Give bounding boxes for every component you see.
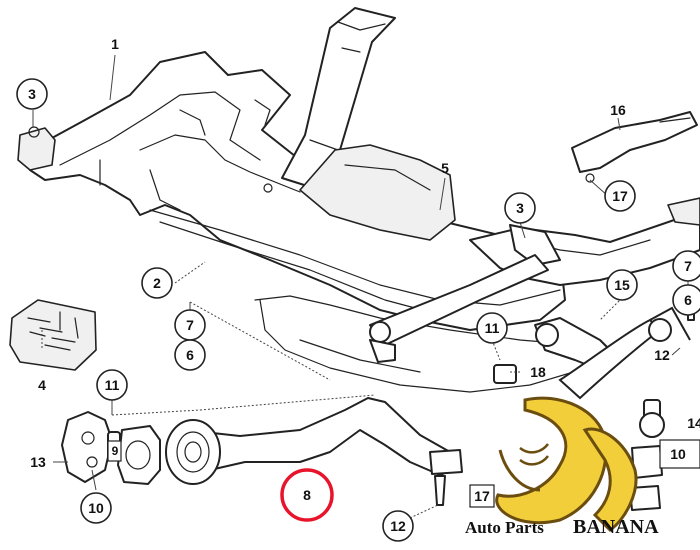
- auto-parts-banana-logo: Auto Parts BANANA: [465, 306, 691, 538]
- banana-graphic: [495, 396, 608, 525]
- svg-text:10: 10: [670, 446, 686, 462]
- callout-3-right: 3: [504, 192, 536, 224]
- callout-10-left: 10: [80, 492, 112, 524]
- callout-7-right: 7: [672, 250, 700, 282]
- callout-3-left: 3: [16, 78, 48, 110]
- svg-text:6: 6: [684, 292, 692, 308]
- rubber-mount-drawing: [9, 299, 97, 371]
- callout-1: 1: [111, 36, 119, 52]
- brand-text-line2: BANANA: [573, 516, 659, 538]
- svg-text:5: 5: [441, 160, 449, 176]
- callout-15: 15: [606, 269, 638, 301]
- svg-text:15: 15: [614, 277, 630, 293]
- callout-11-left: 11: [96, 369, 128, 401]
- callout-8-highlighted: 8: [280, 468, 334, 522]
- svg-text:11: 11: [105, 377, 120, 393]
- callout-10-right: 10: [659, 439, 700, 469]
- callout-17-top: 17: [604, 180, 636, 212]
- svg-text:7: 7: [186, 317, 194, 333]
- svg-text:12: 12: [390, 518, 406, 534]
- callout-2: 2: [141, 267, 173, 299]
- svg-text:17: 17: [474, 488, 490, 504]
- svg-text:7: 7: [684, 258, 692, 274]
- control-arm-drawing: [165, 397, 463, 506]
- callout-7-left: 7: [174, 309, 206, 341]
- svg-text:10: 10: [88, 500, 104, 516]
- svg-text:3: 3: [516, 200, 524, 216]
- protection-plate-drawing: [299, 144, 456, 241]
- callout-16: 16: [610, 102, 626, 118]
- callout-label: 1: [111, 36, 119, 52]
- svg-text:16: 16: [610, 102, 626, 118]
- callout-12-right: 12: [654, 347, 670, 363]
- callout-13: 13: [30, 454, 46, 470]
- upper-link-drawing: [369, 254, 549, 363]
- callout-14: 14: [687, 415, 700, 431]
- svg-text:11: 11: [485, 320, 500, 336]
- callout-6-left: 6: [174, 339, 206, 371]
- callout-9: 9: [107, 440, 122, 462]
- svg-text:14: 14: [687, 415, 700, 431]
- svg-text:13: 13: [30, 454, 46, 470]
- callout-11-right: 11: [476, 312, 508, 344]
- svg-text:12: 12: [654, 347, 670, 363]
- tension-strut-drawing: [571, 111, 698, 183]
- brand-text-line1: Auto Parts: [465, 518, 544, 537]
- svg-text:3: 3: [28, 86, 36, 102]
- callout-18: 18: [530, 364, 546, 380]
- callout-4: 4: [38, 377, 46, 393]
- callout-17-bottom: 17: [469, 484, 495, 508]
- svg-text:18: 18: [530, 364, 546, 380]
- svg-text:6: 6: [186, 347, 194, 363]
- svg-text:4: 4: [38, 377, 46, 393]
- svg-text:8: 8: [303, 487, 311, 503]
- svg-text:2: 2: [153, 275, 161, 291]
- callout-6-right: 6: [672, 284, 700, 316]
- callout-12-bottom: 12: [382, 510, 414, 542]
- svg-text:17: 17: [612, 188, 628, 204]
- svg-text:9: 9: [112, 444, 119, 458]
- subframe-drawing: [17, 51, 566, 331]
- callout-5: 5: [441, 160, 449, 176]
